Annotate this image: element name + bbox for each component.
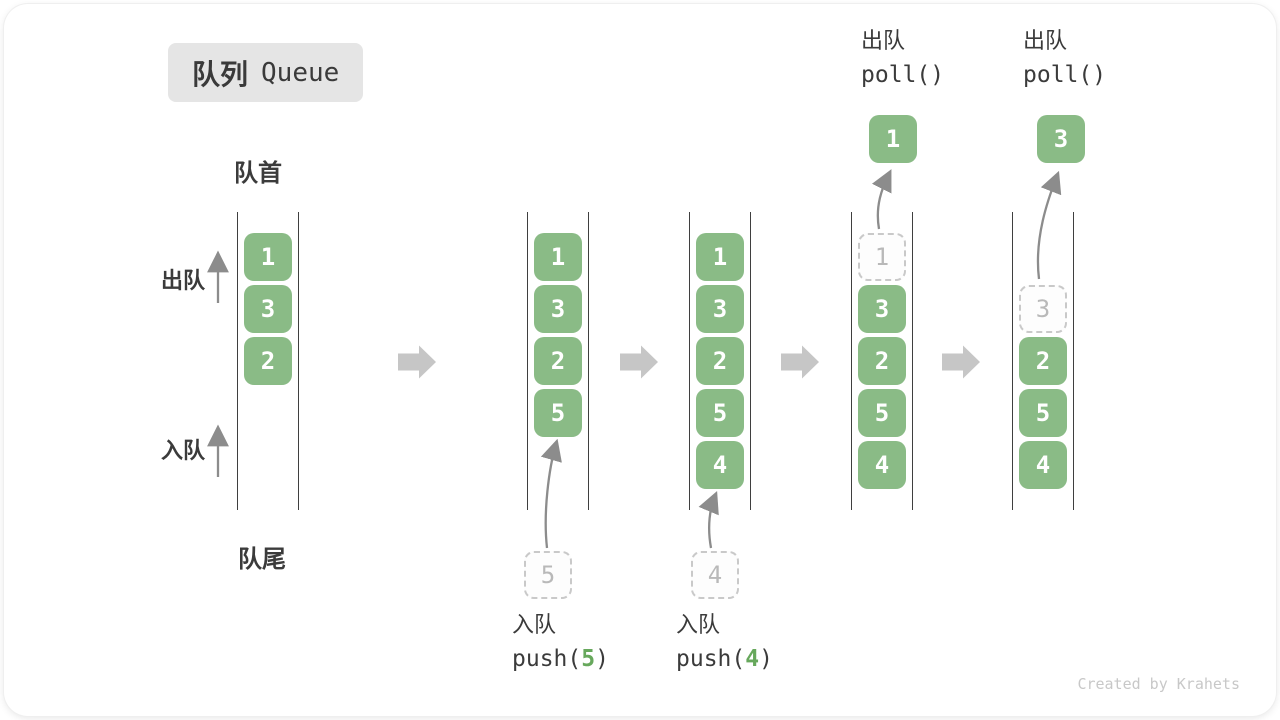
queue-element: 5	[858, 389, 906, 437]
removed-ghost-element: 3	[1019, 285, 1067, 333]
push-arg: 4	[745, 646, 760, 672]
queue-element: 3	[534, 285, 582, 333]
credit-text: Created by Krahets	[1077, 675, 1240, 693]
label-queue-front: 队首	[234, 160, 282, 187]
push-code: push(4)	[676, 642, 773, 676]
figure-title-badge: 队列 Queue	[168, 43, 364, 102]
queue-column-1: 1 3 2	[237, 212, 299, 510]
queue-element: 2	[858, 337, 906, 385]
poll-code: poll()	[861, 62, 945, 88]
queue-element: 2	[244, 337, 292, 385]
enqueue-op-block: 入队 push(5)	[512, 608, 609, 676]
dequeue-op-block: 出队 poll()	[1023, 24, 1106, 92]
queue-element: 1	[244, 233, 292, 281]
queue-element: 5	[1019, 389, 1067, 437]
label-dequeue-side: 出队	[161, 268, 206, 293]
queue-column-2: 1 3 2 5	[527, 212, 589, 510]
poll-code: poll()	[1023, 62, 1107, 88]
queue-element: 2	[1019, 337, 1067, 385]
push-code-close: )	[595, 646, 609, 672]
incoming-ghost-element: 4	[691, 551, 739, 599]
queue-element: 4	[1019, 441, 1067, 489]
push-code-pre: push(	[512, 646, 582, 672]
push-code-pre: push(	[676, 646, 746, 672]
push-code: push(5)	[512, 642, 609, 676]
title-zh: 队列	[192, 58, 249, 90]
queue-element: 3	[244, 285, 292, 333]
dequeue-op-label: 出队	[1023, 28, 1068, 53]
queue-element: 4	[696, 441, 744, 489]
figure-card	[4, 4, 1276, 716]
queue-column-3: 1 3 2 5 4	[689, 212, 751, 510]
queue-element: 4	[858, 441, 906, 489]
push-code-close: )	[759, 646, 773, 672]
dequeued-element: 1	[869, 115, 917, 163]
dequeued-element: 3	[1037, 115, 1085, 163]
dequeue-op-label: 出队	[861, 28, 906, 53]
queue-element: 1	[534, 233, 582, 281]
label-enqueue-side: 入队	[161, 438, 206, 463]
title-en: Queue	[261, 57, 340, 88]
queue-element: 1	[696, 233, 744, 281]
push-arg: 5	[581, 646, 596, 672]
label-queue-rear: 队尾	[238, 546, 286, 573]
dequeue-op-block: 出队 poll()	[861, 24, 944, 92]
queue-element: 3	[696, 285, 744, 333]
queue-column-5: 3 2 5 4	[1012, 212, 1074, 510]
queue-element: 2	[534, 337, 582, 385]
incoming-ghost-element: 5	[524, 551, 572, 599]
removed-ghost-element: 1	[858, 233, 906, 281]
queue-column-4: 1 3 2 5 4	[851, 212, 913, 510]
queue-element: 2	[696, 337, 744, 385]
queue-element: 3	[858, 285, 906, 333]
enqueue-op-label: 入队	[676, 612, 721, 637]
enqueue-op-block: 入队 push(4)	[676, 608, 773, 676]
queue-element: 5	[696, 389, 744, 437]
queue-element: 5	[534, 389, 582, 437]
enqueue-op-label: 入队	[512, 612, 557, 637]
